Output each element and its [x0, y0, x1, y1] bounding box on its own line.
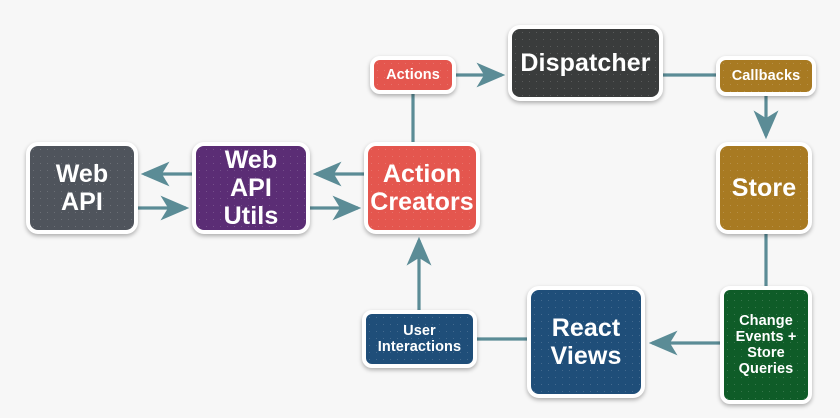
node-react-views-line-1: React [551, 314, 621, 342]
node-action-creators-line-2: Creators [370, 188, 474, 216]
node-action-creators[interactable]: Action Creators [364, 142, 480, 234]
node-store[interactable]: Store [716, 142, 812, 234]
node-user-interactions-line-2: Interactions [377, 339, 462, 355]
node-web-api-utils-line-1: Web [224, 146, 278, 174]
node-change-events-line-4: Queries [738, 361, 794, 378]
node-dispatcher-label: Dispatcher [520, 49, 651, 77]
node-web-api-utils-line-2: API Utils [223, 174, 279, 230]
node-dispatcher[interactable]: Dispatcher [508, 25, 663, 101]
node-react-views-line-2: Views [550, 342, 622, 370]
node-react-views[interactable]: React Views [527, 286, 645, 398]
node-user-interactions-line-1: User [403, 322, 436, 339]
node-callbacks[interactable]: Callbacks [716, 56, 816, 96]
node-action-creators-line-1: Action [382, 160, 462, 188]
node-callbacks-label: Callbacks [731, 67, 801, 84]
node-actions-label: Actions [386, 66, 440, 83]
node-web-api-utils[interactable]: Web API Utils [192, 142, 310, 234]
node-store-label: Store [731, 174, 797, 202]
node-change-events-line-2: Events + [735, 328, 797, 345]
node-web-api[interactable]: Web API [26, 142, 138, 234]
node-change-events-store-queries[interactable]: Change Events + Store Queries [720, 286, 812, 404]
node-change-events-line-3: Store [747, 345, 785, 361]
node-user-interactions[interactable]: User Interactions [362, 310, 477, 368]
node-actions[interactable]: Actions [370, 56, 456, 94]
node-web-api-line-1: Web [55, 160, 109, 188]
node-web-api-line-2: API [61, 188, 103, 216]
node-change-events-line-1: Change [739, 312, 793, 329]
